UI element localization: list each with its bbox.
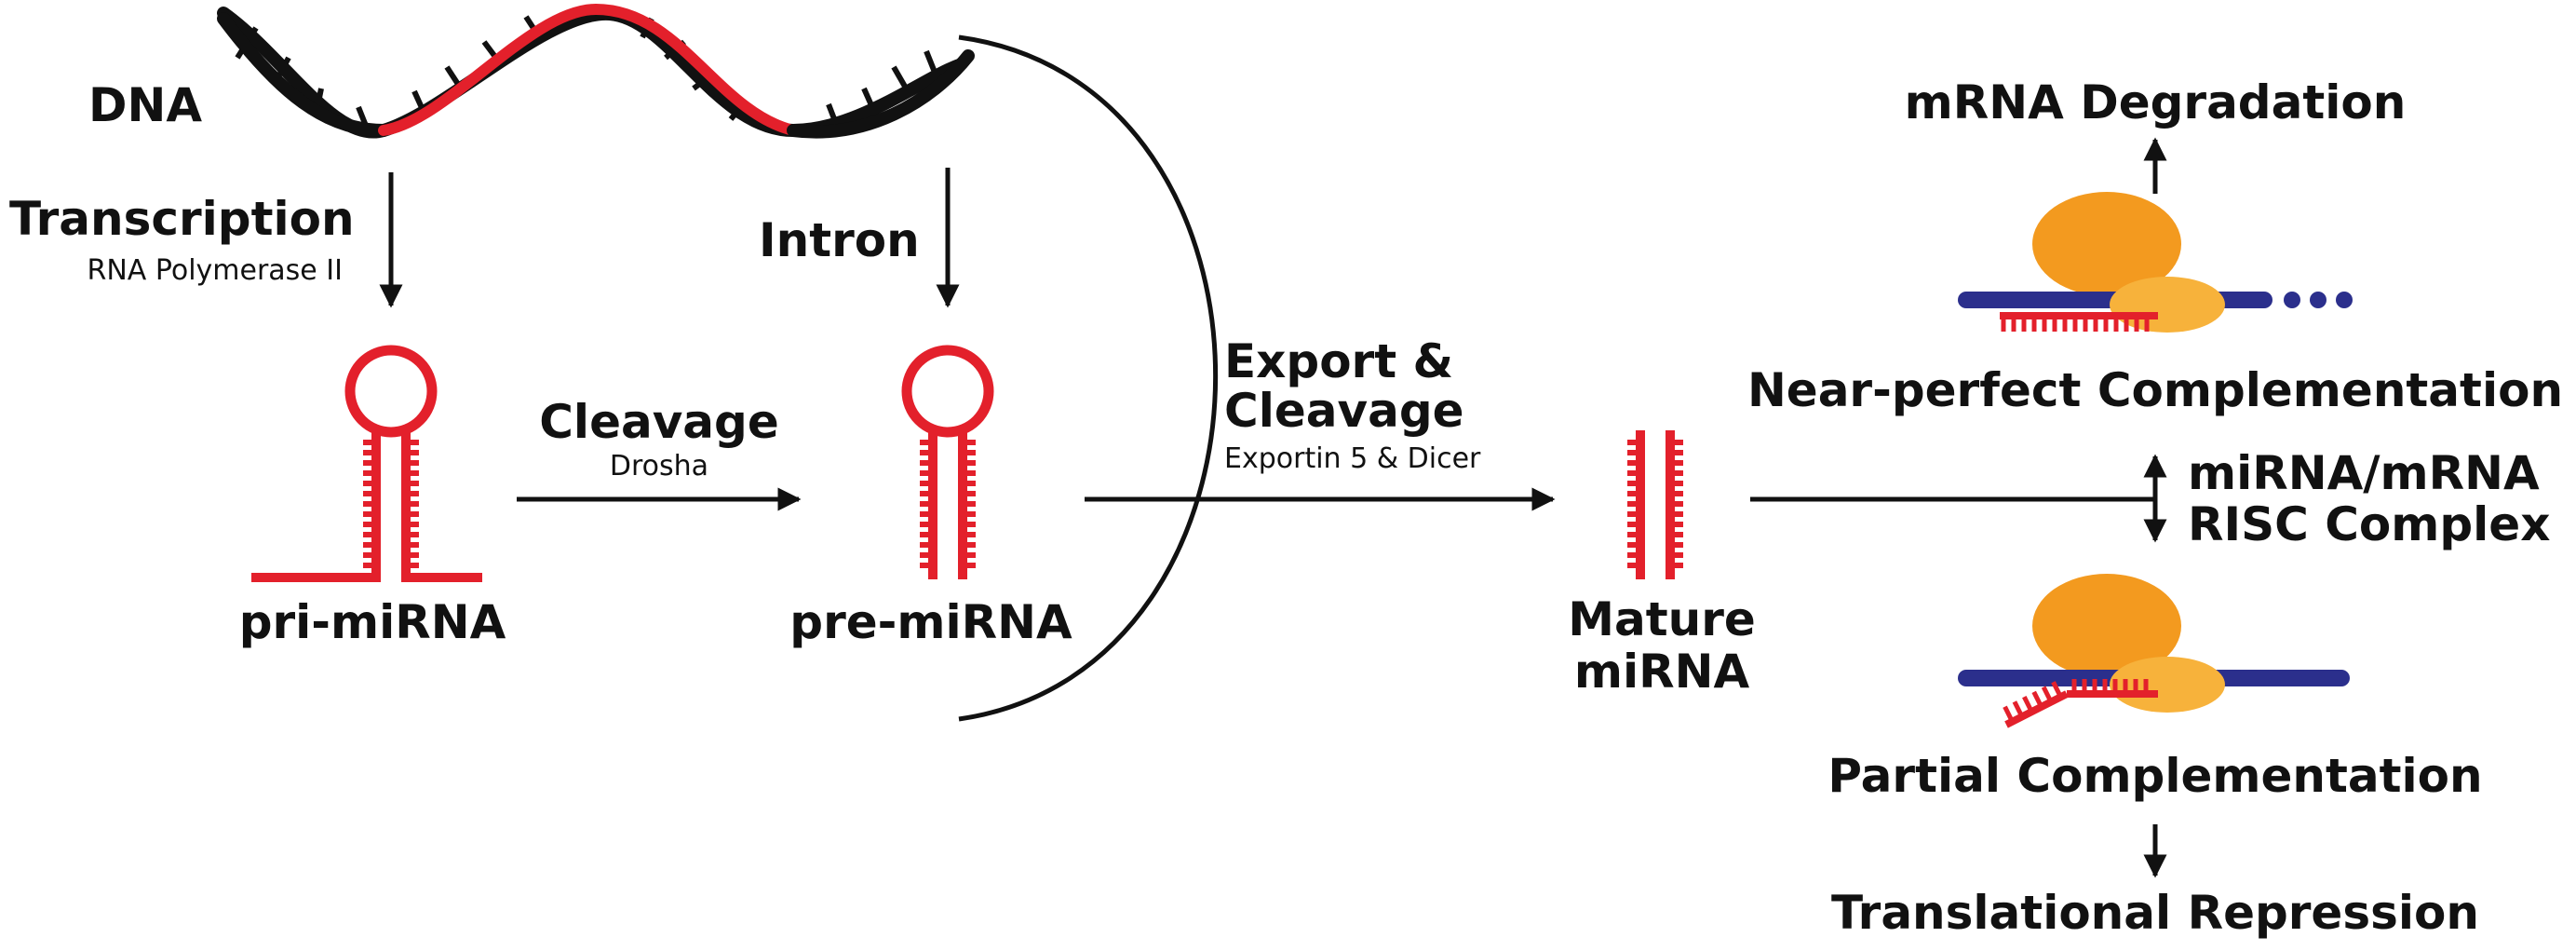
partial-label: Partial Complementation [1827, 749, 2482, 803]
dna-helix [217, 3, 975, 139]
pre-mirna-hairpin [901, 345, 994, 579]
risc-label-line1: miRNA/mRNA [2188, 446, 2540, 500]
transcription-label: Transcription [9, 192, 355, 246]
exportin-label: Exportin 5 & Dicer [1224, 442, 1481, 475]
dna-strand-front-red [378, 3, 799, 136]
nuclear-membrane [958, 34, 1219, 722]
pre-mirna-label: pre-miRNA [789, 595, 1072, 649]
mature-mirna-duplex [1627, 430, 1683, 579]
pri-mirna-label: pri-miRNA [239, 595, 506, 649]
near-perfect-label: Near-perfect Complementation [1747, 363, 2563, 417]
risc-near-perfect [1958, 192, 2353, 333]
dna-rungs [235, 15, 938, 132]
cleavage-label: Cleavage [539, 395, 779, 449]
export-label-line2: Cleavage [1224, 384, 1464, 438]
risc-partial [1958, 574, 2350, 728]
mature-label-line1: Mature [1568, 592, 1756, 646]
dna-strand-front-end [787, 49, 975, 139]
rna-polymerase-label: RNA Polymerase II [87, 254, 343, 287]
mrna-degradation-label: mRNA Degradation [1905, 75, 2407, 129]
translational-repression-label: Translational Repression [1831, 886, 2479, 940]
mature-label-line2: miRNA [1574, 645, 1750, 699]
intron-label: Intron [759, 213, 920, 267]
pri-mirna-hairpin [251, 345, 482, 582]
drosha-label: Drosha [610, 450, 708, 482]
dna-strand-front-black [217, 12, 390, 137]
export-label-line1: Export & [1224, 334, 1453, 388]
risc-label-line2: RISC Complex [2188, 497, 2550, 551]
dna-label: DNA [88, 78, 202, 132]
